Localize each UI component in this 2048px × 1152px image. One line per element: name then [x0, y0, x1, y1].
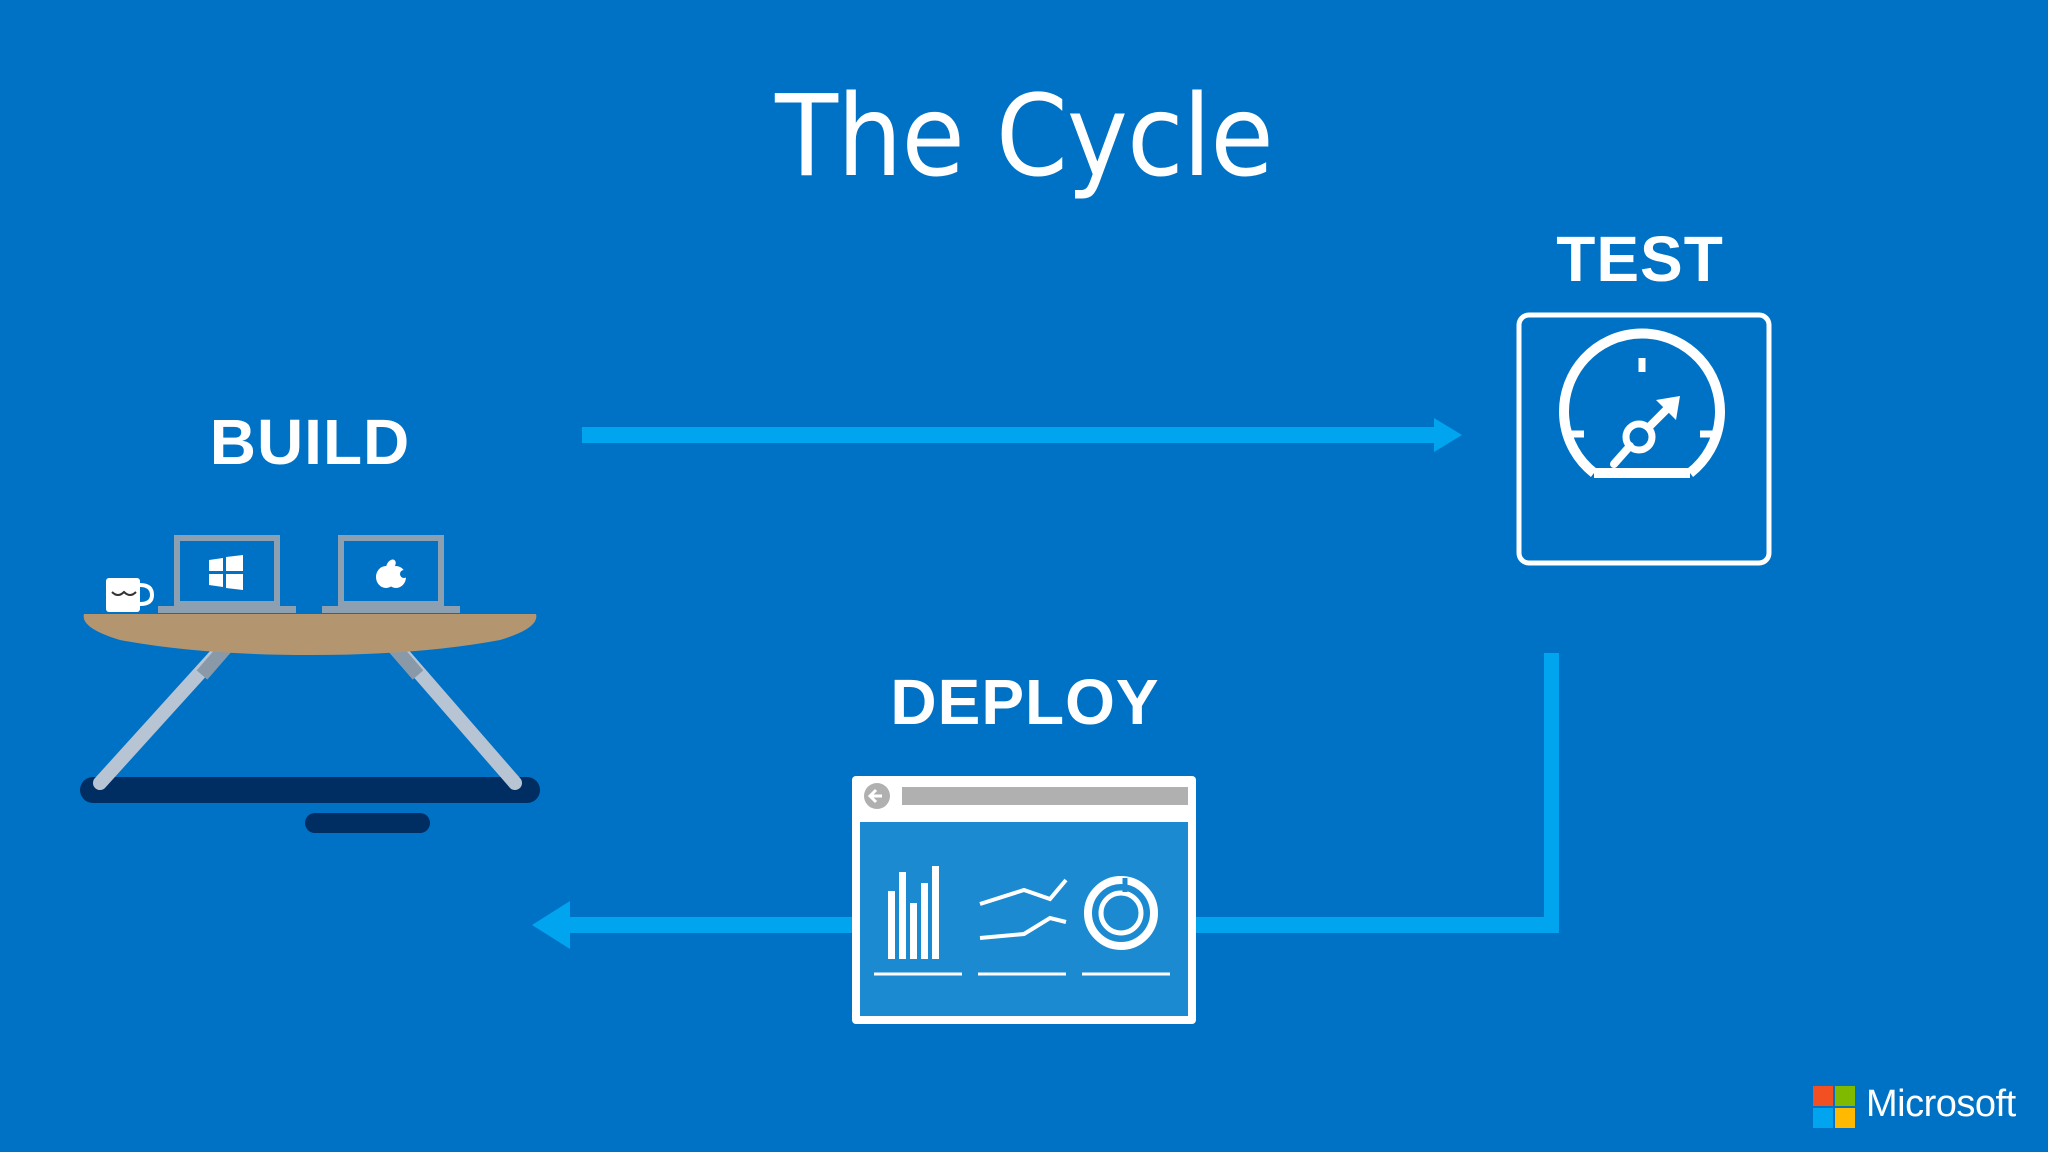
stage-label-deploy: DEPLOY	[890, 666, 1160, 738]
arrow-build-to-test	[582, 418, 1462, 452]
desk-with-laptops-icon	[80, 535, 540, 833]
stage-label-test: TEST	[1556, 223, 1724, 295]
microsoft-logo-icon	[1813, 1086, 1855, 1128]
arrow-test-to-deploy	[1190, 653, 1559, 933]
logo-square-yellow	[1835, 1108, 1855, 1128]
logo-square-green	[1835, 1086, 1855, 1106]
coffee-mug-icon	[106, 578, 155, 612]
slide-title: The Cycle	[775, 72, 1274, 202]
microsoft-wordmark: Microsoft	[1866, 1083, 2016, 1125]
apple-laptop-icon	[322, 535, 460, 613]
speedometer-icon	[1516, 312, 1772, 566]
arrow-deploy-to-build	[532, 901, 855, 949]
dashboard-window-icon	[852, 776, 1196, 1024]
logo-square-red	[1813, 1086, 1833, 1106]
stage-label-build: BUILD	[209, 406, 411, 478]
windows-laptop-icon	[158, 535, 296, 613]
logo-square-blue	[1813, 1108, 1833, 1128]
